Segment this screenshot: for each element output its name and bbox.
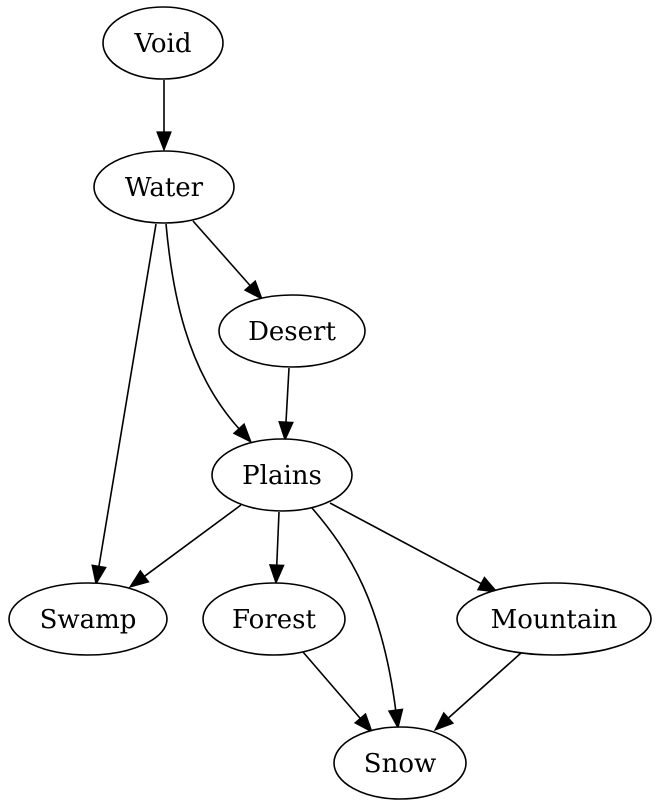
edge-line: [98, 223, 157, 567]
arrowhead-icon: [278, 420, 294, 442]
node-ellipse: [202, 582, 346, 656]
node-ellipse: [102, 6, 224, 80]
node-ellipse: [456, 582, 652, 656]
arrowhead-icon: [156, 131, 172, 152]
edge-plains-to-mountain: [329, 502, 499, 593]
arrowhead-icon: [128, 569, 150, 588]
node-ellipse: [8, 582, 168, 656]
edge-line: [192, 220, 251, 287]
edge-plains-to-forest: [268, 511, 285, 585]
node-label: Water: [125, 173, 204, 203]
edge-plains-to-swamp: [128, 504, 242, 588]
arrowhead-icon: [232, 422, 253, 444]
node-mountain: Mountain: [456, 582, 652, 656]
edge-water-to-swamp: [91, 223, 157, 586]
edge-mountain-to-snow: [433, 652, 522, 732]
node-label: Mountain: [491, 605, 618, 635]
node-label: Desert: [248, 317, 336, 347]
edge-plains-to-snow: [311, 507, 404, 730]
edges-layer: [91, 80, 522, 734]
node-label: Swamp: [40, 605, 137, 635]
node-void: Void: [102, 6, 224, 80]
arrowhead-icon: [91, 564, 107, 586]
edge-line: [275, 511, 280, 566]
edge-line: [144, 504, 242, 577]
node-label: Plains: [242, 461, 322, 491]
edge-forest-to-snow: [302, 651, 374, 734]
node-ellipse: [333, 726, 467, 800]
arrowhead-icon: [353, 712, 374, 734]
node-forest: Forest: [202, 582, 346, 656]
edge-line: [447, 652, 522, 719]
node-label: Void: [133, 29, 191, 59]
node-ellipse: [211, 438, 353, 512]
edge-water-to-plains: [165, 223, 253, 444]
edge-line: [311, 507, 397, 711]
edge-water-to-desert: [192, 220, 264, 301]
node-label: Snow: [364, 749, 436, 779]
edge-line: [285, 367, 290, 423]
edge-void-to-water: [156, 80, 172, 152]
edge-desert-to-plains: [278, 367, 294, 442]
node-desert: Desert: [218, 294, 366, 368]
node-snow: Snow: [333, 726, 467, 800]
edge-line: [302, 651, 361, 719]
arrowhead-icon: [476, 576, 499, 593]
edge-line: [329, 502, 482, 585]
edge-line: [165, 223, 240, 430]
node-water: Water: [93, 150, 235, 224]
node-ellipse: [218, 294, 366, 368]
node-swamp: Swamp: [8, 582, 168, 656]
node-label: Forest: [232, 605, 316, 635]
arrowhead-icon: [268, 564, 285, 585]
node-ellipse: [93, 150, 235, 224]
arrowhead-icon: [243, 279, 264, 301]
arrowhead-icon: [433, 711, 455, 732]
arrowhead-icon: [387, 708, 404, 730]
node-plains: Plains: [211, 438, 353, 512]
